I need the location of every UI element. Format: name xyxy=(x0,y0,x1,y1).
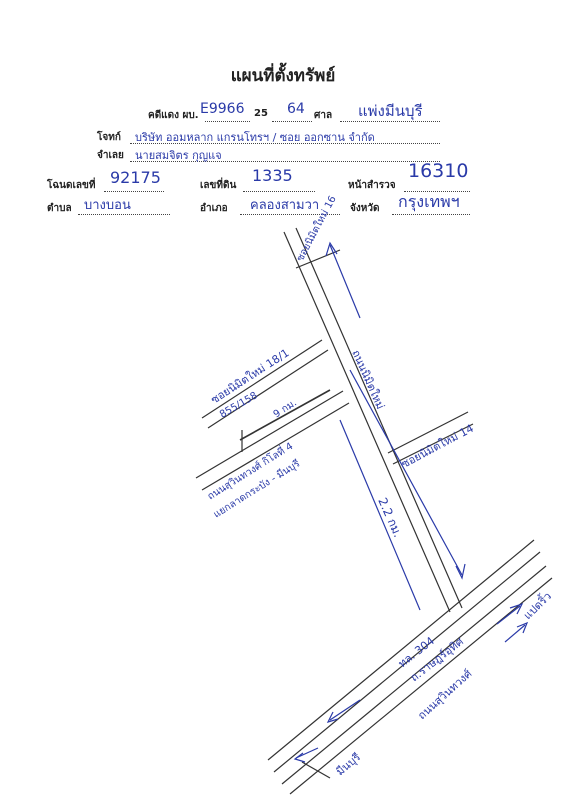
label-plot-dist: 9 กม. xyxy=(272,397,299,420)
province-dots xyxy=(392,214,470,215)
side-road-edge-1 xyxy=(195,390,344,479)
plaintiff-label: โจทก์ xyxy=(97,132,121,143)
defendant-label: จำเลย xyxy=(97,150,124,161)
arrow-main-road xyxy=(349,369,463,576)
defendant-value: นายสมจิตร กุญแจ xyxy=(135,149,222,162)
road-304-edge-1 xyxy=(267,539,535,761)
deed-no-value: 92175 xyxy=(110,168,161,187)
arrow-head-to-right xyxy=(516,621,529,634)
case-label: คดีแดง ผบ. xyxy=(148,110,199,121)
main-road-left-edge xyxy=(283,231,451,613)
deed-no-label: โฉนดเลขที่ xyxy=(47,180,96,191)
district-label: อำเภอ xyxy=(200,203,228,214)
case-dots xyxy=(205,121,250,122)
district-value: คลองสามวา xyxy=(250,198,320,213)
court-dots xyxy=(340,121,440,122)
soi-18-1-edge-2 xyxy=(207,349,329,429)
deed-no-dots xyxy=(104,191,164,192)
district-dots xyxy=(240,214,340,215)
page-title: แผนที่ตั้งทรัพย์ xyxy=(230,66,336,86)
subdistrict-dots xyxy=(78,214,170,215)
side-road-edge-2 xyxy=(201,402,350,491)
main-road-right-edge xyxy=(295,227,463,609)
case-dots-2 xyxy=(272,121,312,122)
province-value: กรุงเทพฯ xyxy=(398,192,460,211)
arrow-head-road-right xyxy=(509,602,524,615)
label-to-right: แปดริ้ว xyxy=(520,588,554,622)
arrow-head-main xyxy=(455,563,466,580)
land-no-value: 1335 xyxy=(252,166,293,185)
subdistrict-label: ตำบล xyxy=(47,203,72,214)
soi-14-edge-2 xyxy=(392,423,474,465)
land-no-dots xyxy=(243,191,315,192)
arrow-head-to-left xyxy=(293,752,306,763)
court-label: ศาล xyxy=(314,110,333,121)
case-number: E9966 xyxy=(200,101,245,117)
court-value: แพ่งมีนบุรี xyxy=(358,102,423,120)
property-marker-line xyxy=(239,389,331,441)
plaintiff-value: บริษัท ออมหลาก แกรนโทรฯ / ซอย ออกซาน จำก… xyxy=(135,131,375,144)
arrow-up-main xyxy=(329,244,361,319)
road-304-edge-2 xyxy=(273,551,541,773)
soi-14-edge-1 xyxy=(387,411,469,454)
bottom-connector xyxy=(301,761,331,779)
label-distance: 2.2 กม. xyxy=(375,496,405,540)
arrow-road-304-left xyxy=(329,699,361,721)
arrow-head-up xyxy=(325,241,338,257)
label-soi-14: ซอยนิมิตใหม่ 14 xyxy=(399,422,476,471)
case-day: 25 xyxy=(254,108,268,119)
land-no-label: เลขที่ดิน xyxy=(200,180,237,191)
defendant-dots xyxy=(130,161,440,162)
arrow-to-right xyxy=(504,624,526,643)
soi-18-1-edge-1 xyxy=(201,339,323,419)
plaintiff-dots xyxy=(130,143,440,144)
arrow-to-left xyxy=(295,747,319,759)
road-304-edge-4 xyxy=(289,577,553,795)
survey-page-dots xyxy=(404,191,470,192)
province-label: จังหวัด xyxy=(350,203,380,214)
survey-page-value: 16310 xyxy=(408,160,469,182)
road-304-edge-3 xyxy=(281,565,547,785)
arrow-road-304-right xyxy=(496,605,521,625)
arrow-head-road-left xyxy=(326,711,339,723)
case-year: 64 xyxy=(287,101,305,117)
survey-page-label: หน้าสำรวจ xyxy=(348,180,396,191)
subdistrict-value: บางบอน xyxy=(84,198,131,213)
distance-line xyxy=(339,419,421,611)
